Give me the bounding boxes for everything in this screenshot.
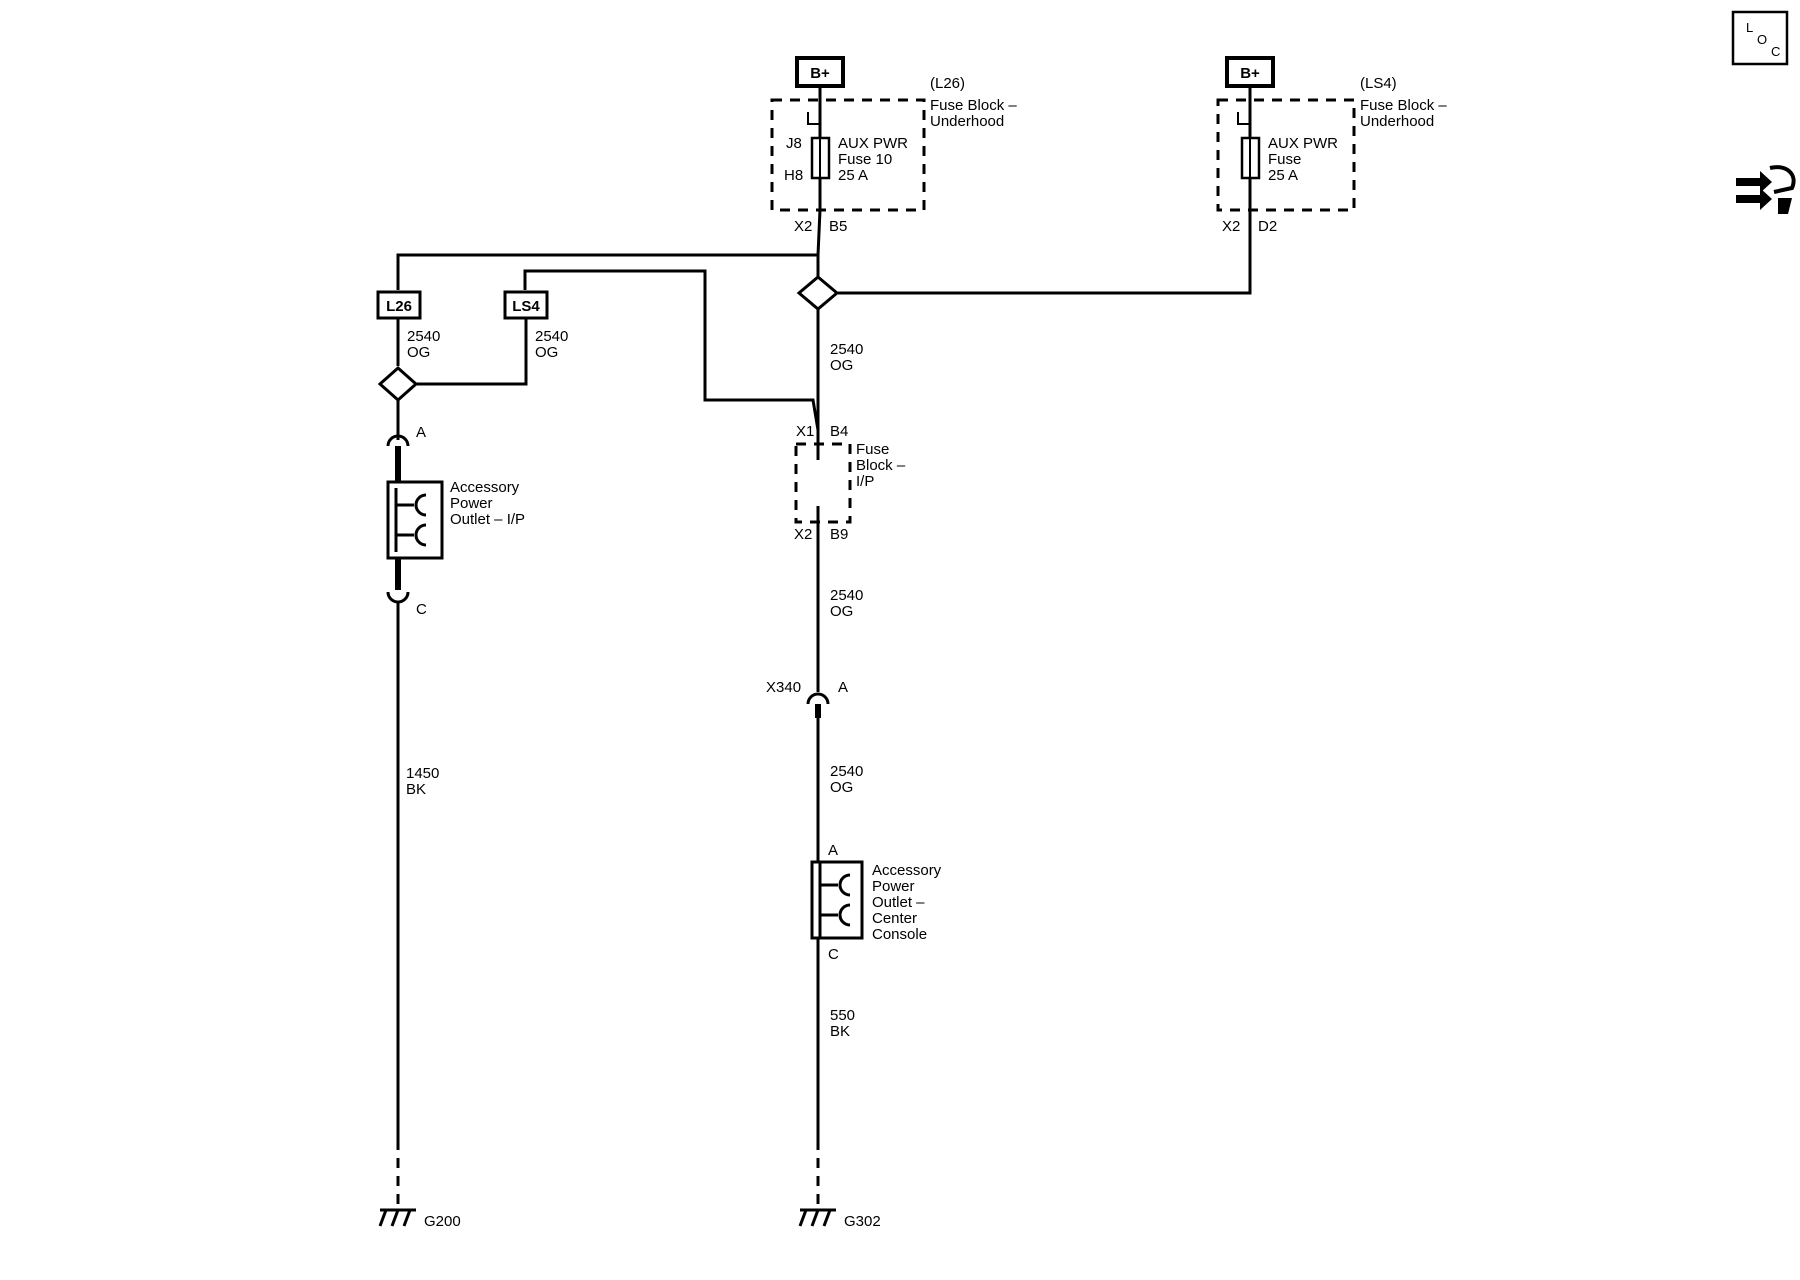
svg-text:Block –: Block – bbox=[856, 457, 906, 474]
pin-b9: B9 bbox=[830, 526, 848, 543]
svg-text:OG: OG bbox=[830, 357, 853, 374]
inline-connector-x340: X340 A bbox=[766, 679, 848, 718]
svg-text:Accessory: Accessory bbox=[872, 862, 942, 879]
fuse-block-name-l26-1: Fuse Block – bbox=[930, 97, 1017, 114]
ground-g302: G302 bbox=[798, 1208, 881, 1230]
option-tag-l26: L26 bbox=[376, 290, 422, 320]
svg-text:Fuse: Fuse bbox=[856, 441, 889, 458]
wire-label-l26-branch: 2540 OG bbox=[407, 328, 440, 361]
svg-text:L26: L26 bbox=[386, 298, 412, 315]
svg-text:Center: Center bbox=[872, 910, 917, 927]
svg-text:A: A bbox=[838, 679, 848, 696]
pin-d2: D2 bbox=[1258, 218, 1277, 235]
fuse-block-variant-l26: (L26) bbox=[930, 75, 965, 92]
splice-main bbox=[796, 275, 840, 311]
svg-text:OG: OG bbox=[830, 779, 853, 796]
ground-g200: G200 bbox=[378, 1208, 461, 1230]
svg-text:OG: OG bbox=[830, 603, 853, 620]
ground-label-g200: G200 bbox=[424, 1213, 461, 1230]
svg-text:Console: Console bbox=[872, 926, 927, 943]
svg-text:X340: X340 bbox=[766, 679, 801, 696]
svg-text:Outlet –: Outlet – bbox=[872, 894, 925, 911]
fuse-block-ip: X1 B4 Fuse Block – I/P X2 B9 bbox=[794, 423, 906, 543]
bplus-label-left: B+ bbox=[810, 65, 830, 82]
connector-x2-l26: X2 bbox=[794, 218, 812, 235]
outlet-center-console: A Accessory Power Outlet – Center Consol… bbox=[810, 842, 942, 963]
svg-text:A: A bbox=[416, 424, 426, 441]
svg-text:Power: Power bbox=[872, 878, 915, 895]
fuse-block-name-ls4-2: Underhood bbox=[1360, 113, 1434, 130]
fuse-block-underhood-ls4: (LS4) Fuse Block – Underhood AUX PWR Fus… bbox=[1216, 75, 1447, 235]
fuse-label-l26-2: Fuse 10 bbox=[838, 151, 892, 168]
location-icon[interactable]: L O C bbox=[1731, 10, 1789, 66]
wire-label-after-x340: 2540 OG bbox=[830, 763, 863, 796]
service-info-icon[interactable] bbox=[1736, 165, 1796, 214]
svg-text:C: C bbox=[828, 946, 839, 963]
fuse-block-underhood-l26: (L26) Fuse Block – Underhood J8 H8 AUX P… bbox=[770, 75, 1017, 235]
wire-label-ip-ground: 1450 BK bbox=[406, 765, 439, 798]
fuse-label-l26-3: 25 A bbox=[838, 167, 868, 184]
fuse-block-variant-ls4: (LS4) bbox=[1360, 75, 1397, 92]
pin-j8: J8 bbox=[786, 135, 802, 152]
svg-text:2540: 2540 bbox=[830, 341, 863, 358]
wire-label-main-feed: 2540 OG bbox=[830, 341, 863, 374]
svg-text:L: L bbox=[1746, 20, 1753, 35]
svg-text:550: 550 bbox=[830, 1007, 855, 1024]
svg-text:C: C bbox=[1771, 44, 1780, 59]
fuse-block-name-ls4-1: Fuse Block – bbox=[1360, 97, 1447, 114]
connector-x2-ls4: X2 bbox=[1222, 218, 1240, 235]
wire-label-console-ground: 550 BK bbox=[830, 1007, 855, 1040]
fuse-block-name-l26-2: Underhood bbox=[930, 113, 1004, 130]
svg-text:BK: BK bbox=[830, 1023, 850, 1040]
splice-left bbox=[377, 365, 419, 403]
svg-text:O: O bbox=[1757, 32, 1767, 47]
pin-h8: H8 bbox=[784, 167, 803, 184]
connector-x1: X1 bbox=[796, 423, 814, 440]
upper-wiring bbox=[396, 209, 1252, 431]
pin-b4: B4 bbox=[830, 423, 848, 440]
svg-text:OG: OG bbox=[407, 344, 430, 361]
svg-text:Outlet – I/P: Outlet – I/P bbox=[450, 511, 525, 528]
svg-text:BK: BK bbox=[406, 781, 426, 798]
svg-text:LS4: LS4 bbox=[512, 298, 540, 315]
svg-text:2540: 2540 bbox=[535, 328, 568, 345]
pin-b5: B5 bbox=[829, 218, 847, 235]
svg-text:C: C bbox=[416, 601, 427, 618]
svg-text:2540: 2540 bbox=[830, 763, 863, 780]
svg-text:OG: OG bbox=[535, 344, 558, 361]
wire-label-after-ip: 2540 OG bbox=[830, 587, 863, 620]
svg-text:1450: 1450 bbox=[406, 765, 439, 782]
fuse-label-ls4-3: 25 A bbox=[1268, 167, 1298, 184]
fuse-label-l26-1: AUX PWR bbox=[838, 135, 908, 152]
fuse-label-ls4-1: AUX PWR bbox=[1268, 135, 1338, 152]
bplus-label-right: B+ bbox=[1240, 65, 1260, 82]
svg-text:I/P: I/P bbox=[856, 473, 874, 490]
svg-text:Power: Power bbox=[450, 495, 493, 512]
fuse-label-ls4-2: Fuse bbox=[1268, 151, 1301, 168]
option-tag-ls4: LS4 bbox=[503, 290, 549, 320]
wire-label-ls4-branch: 2540 OG bbox=[535, 328, 568, 361]
bplus-source-ls4: B+ bbox=[1225, 56, 1275, 105]
ground-label-g302: G302 bbox=[844, 1213, 881, 1230]
svg-text:Accessory: Accessory bbox=[450, 479, 520, 496]
bplus-source-l26: B+ bbox=[795, 56, 845, 105]
outlet-ip: A Accessory Power Outlet – I/P C bbox=[386, 424, 525, 618]
svg-text:2540: 2540 bbox=[407, 328, 440, 345]
connector-x2-ip: X2 bbox=[794, 526, 812, 543]
svg-text:2540: 2540 bbox=[830, 587, 863, 604]
svg-text:A: A bbox=[828, 842, 838, 859]
